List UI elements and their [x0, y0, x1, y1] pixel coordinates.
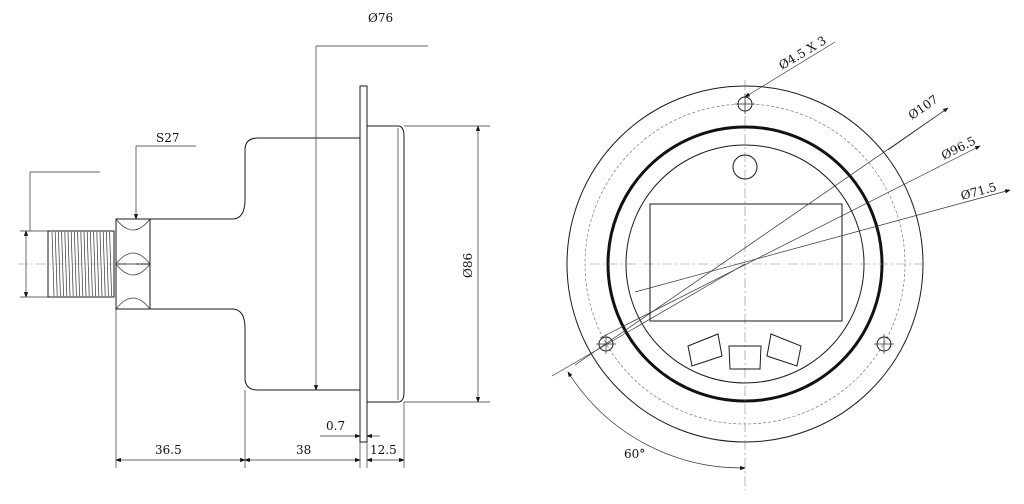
hole-size-label: Ø4.5 X 3 [776, 33, 828, 72]
stem [150, 218, 232, 310]
bolt-circle-diameter-label: Ø96.5 [939, 134, 978, 163]
keypad [687, 333, 802, 370]
housing-case [231, 137, 360, 391]
key-middle [728, 345, 762, 370]
indicator-lamp [732, 154, 758, 180]
key-right [766, 333, 802, 367]
bezel-length-label: 12.5 [370, 443, 397, 457]
case-length-label: 38 [296, 443, 311, 457]
front-view: Ø4.5 X 3 Ø107 Ø96.5 Ø71.5 60° [551, 33, 1011, 490]
flange-diameter-label: Ø107 [906, 92, 941, 122]
key-left [687, 333, 723, 367]
case-diameter-label: Ø76 [368, 11, 393, 25]
hex-size-label: S27 [156, 131, 180, 145]
stem-length-label: 36.5 [155, 443, 182, 457]
angle-label: 60° [624, 447, 645, 461]
side-view: S27 Ø76 Ø86 36.5 38 12.5 0.7 [18, 11, 490, 468]
inner-diameter-label: Ø71.5 [959, 180, 998, 203]
bezel [366, 125, 405, 403]
bezel-diameter-label: Ø86 [461, 253, 475, 278]
flange-thickness-label: 0.7 [326, 419, 345, 433]
display-screen [649, 203, 843, 322]
flange-plate [359, 85, 368, 443]
